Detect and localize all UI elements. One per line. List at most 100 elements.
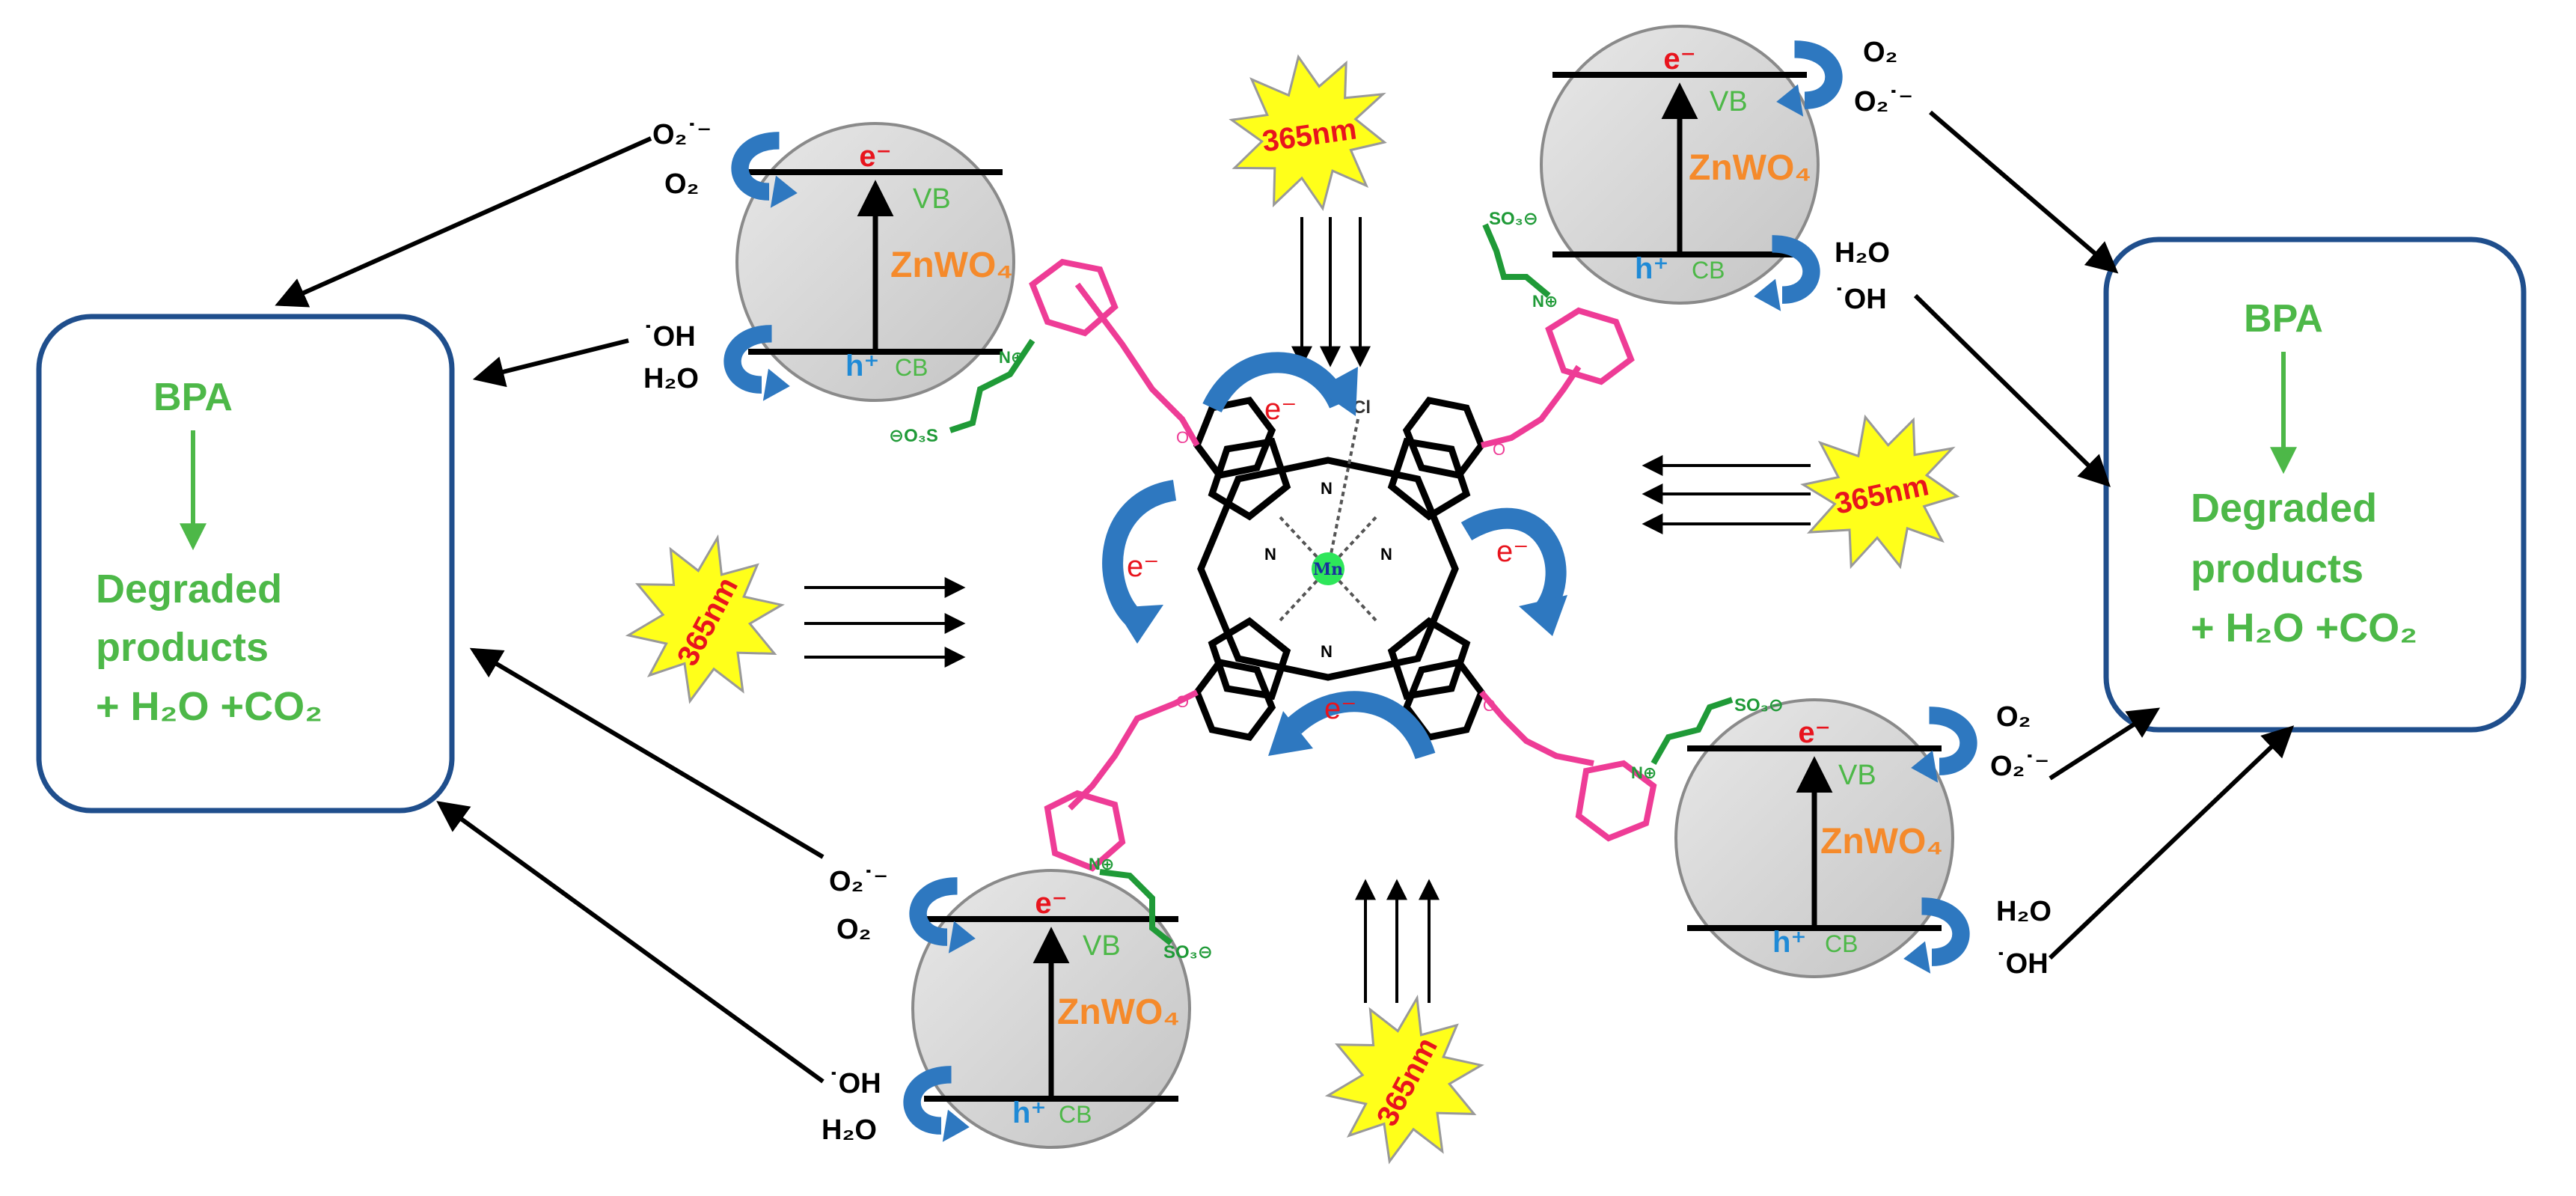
- light-rays-top: [1291, 217, 1371, 367]
- bl-hole: h⁺: [1012, 1096, 1047, 1129]
- light-source-bottom: 365nm: [1299, 974, 1511, 1188]
- benzo-ring-top-left: [1193, 397, 1276, 479]
- electron-label-top: e⁻: [1264, 393, 1297, 426]
- tl-o2-radical: O₂˙⁻: [652, 119, 712, 150]
- br-cb: CB: [1825, 930, 1858, 957]
- tr-electron: e⁻: [1663, 43, 1695, 76]
- right-box-line4: + H₂O +CO₂: [2191, 605, 2417, 650]
- bl-cb: CB: [1059, 1101, 1092, 1128]
- tl-material: ZnWO₄: [890, 245, 1013, 285]
- tr-cb: CB: [1692, 257, 1725, 284]
- tr-material: ZnWO₄: [1689, 148, 1811, 188]
- tl-electron: e⁻: [859, 140, 891, 173]
- tl-o2: O₂: [664, 168, 699, 200]
- tr-o2: O₂: [1863, 37, 1897, 68]
- znwo4-particle-bottom-left: e⁻ VB ZnWO₄ h⁺ CB: [913, 870, 1190, 1147]
- br-oh: ˙OH: [1996, 948, 2049, 980]
- tl-cb: CB: [895, 354, 928, 381]
- left-box-line4: + H₂O +CO₂: [96, 684, 322, 729]
- radical-to-box-arrows: [275, 110, 2295, 1084]
- o-label-4: O: [1483, 696, 1496, 715]
- bl-material: ZnWO₄: [1057, 992, 1180, 1032]
- right-box-line2: Degraded: [2191, 486, 2377, 531]
- radicals-top-right: O₂ O₂˙⁻ H₂O ˙OH: [1754, 37, 1913, 315]
- radicals-bottom-right: O₂ O₂˙⁻ H₂O ˙OH: [1903, 701, 2052, 980]
- bl-h2o: H₂O: [822, 1114, 877, 1146]
- br-o2-radical: O₂˙⁻: [1990, 751, 2049, 782]
- electron-arrow-left: e⁻: [1102, 480, 1177, 644]
- bl-o2-radical: O₂˙⁻: [829, 866, 888, 897]
- electron-arrow-top: e⁻: [1202, 352, 1358, 426]
- left-box-line3: products: [96, 625, 269, 670]
- tl-h2o: H₂O: [643, 363, 699, 394]
- tr-hole: h⁺: [1635, 252, 1669, 285]
- left-product-box: [36, 314, 455, 814]
- pyridinium-ring-top-left: [1029, 258, 1119, 337]
- mn-phthalocyanine-molecule: Cl N N N N Mn O O O O N⊕: [889, 209, 1784, 962]
- n-label-1: N: [1321, 479, 1333, 498]
- light-rays-right: [1642, 455, 1811, 534]
- br-vb: VB: [1838, 760, 1876, 791]
- o-label-2: O: [1493, 440, 1505, 459]
- light-rays-left: [804, 577, 966, 668]
- bl-vb: VB: [1083, 930, 1121, 962]
- isoindole-top-right: [1387, 437, 1471, 521]
- n-label-4: N: [1380, 545, 1392, 564]
- right-box-line3: products: [2191, 546, 2364, 591]
- electron-label-left: e⁻: [1127, 550, 1159, 583]
- n-plus-4: N⊕: [1631, 763, 1656, 782]
- light-source-right: 365nm: [1787, 399, 1975, 585]
- tl-oh: ˙OH: [643, 321, 696, 353]
- bl-o2: O₂: [836, 914, 871, 945]
- tr-o2-radical: O₂˙⁻: [1854, 86, 1913, 118]
- znwo4-particle-top-right: e⁻ VB ZnWO₄ h⁺ CB: [1541, 26, 1818, 303]
- pyridinium-ring-bottom-left: [1044, 790, 1126, 872]
- light-rays-bottom: [1355, 879, 1440, 1003]
- electron-arrow-right: e⁻: [1460, 507, 1567, 636]
- n-label-3: N: [1264, 545, 1276, 564]
- benzo-ring-top-right: [1402, 397, 1486, 479]
- green-sulfonate-chains: [949, 223, 1734, 946]
- bl-oh: ˙OH: [829, 1068, 881, 1099]
- tl-hole: h⁺: [845, 350, 880, 382]
- radicals-top-left: O₂˙⁻ O₂ ˙OH H₂O: [643, 119, 798, 401]
- pyridinium-ring-top-right: [1545, 307, 1635, 385]
- tr-vb: VB: [1710, 86, 1748, 118]
- radicals-bottom-left: O₂˙⁻ O₂ ˙OH H₂O: [822, 866, 976, 1146]
- tr-oh: ˙OH: [1835, 284, 1887, 315]
- znwo4-particle-bottom-right: e⁻ VB ZnWO₄ h⁺ CB: [1676, 700, 1953, 977]
- macrocycle-core: [1197, 457, 1459, 681]
- br-hole: h⁺: [1772, 926, 1807, 959]
- left-box-line2: Degraded: [96, 567, 282, 611]
- o-label-1: O: [1176, 428, 1189, 447]
- electron-arrow-bottom: e⁻: [1268, 691, 1436, 760]
- benzo-ring-bottom-left: [1193, 659, 1276, 741]
- light-source-left: 365nm: [599, 513, 812, 727]
- sulfonate-1: ⊖O₃S: [889, 426, 938, 446]
- br-o2: O₂: [1996, 701, 2031, 733]
- n-label-2: N: [1321, 642, 1333, 661]
- right-box-bpa: BPA: [2244, 297, 2323, 341]
- electron-label-bottom: e⁻: [1324, 692, 1356, 725]
- sulfonate-3: SO₃⊖: [1163, 942, 1213, 962]
- pink-linker-chains: [1068, 282, 1594, 811]
- pyridinium-ring-bottom-right: [1575, 760, 1657, 842]
- o-label-3: O: [1176, 692, 1189, 711]
- coordination-bonds: [1278, 418, 1378, 623]
- br-h2o: H₂O: [1996, 896, 2052, 927]
- light-source-top: 365nm: [1219, 44, 1399, 222]
- n-plus-2: N⊕: [1532, 292, 1558, 311]
- left-box-bpa: BPA: [153, 376, 233, 419]
- isoindole-bottom-left: [1208, 617, 1291, 701]
- br-electron: e⁻: [1798, 716, 1830, 749]
- n-plus-3: N⊕: [1089, 855, 1114, 873]
- mn-center-atom: [1312, 552, 1344, 585]
- tl-vb: VB: [913, 183, 951, 215]
- br-material: ZnWO₄: [1820, 822, 1943, 861]
- bl-electron: e⁻: [1035, 887, 1067, 920]
- sulfonate-2: SO₃⊖: [1489, 209, 1538, 229]
- znwo4-particle-top-left: e⁻ VB ZnWO₄ h⁺ CB: [737, 123, 1014, 400]
- mn-label: Mn: [1313, 560, 1343, 579]
- n-plus-1: N⊕: [999, 348, 1024, 367]
